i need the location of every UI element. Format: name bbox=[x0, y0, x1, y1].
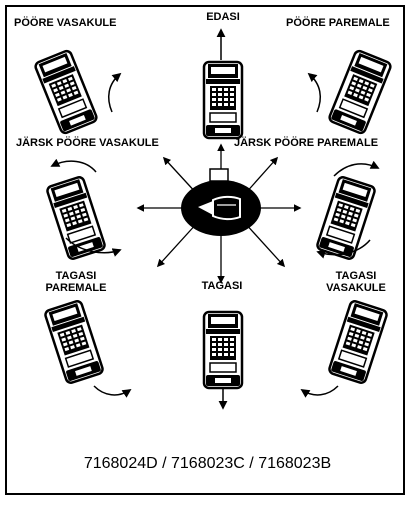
horn-icon bbox=[198, 195, 241, 221]
remote-control-icon bbox=[326, 48, 394, 136]
label-back-left-line1: TAGASI bbox=[335, 270, 377, 282]
part-numbers: 7168024D / 7168023C / 7168023B bbox=[83, 455, 332, 472]
label-sharp-right: JÄRSK PÖÖRE PAREMALE bbox=[234, 137, 379, 149]
label-sharp-left: JÄRSK PÖÖRE VASAKULE bbox=[16, 137, 159, 149]
remote-back-right bbox=[42, 298, 132, 398]
label-back-right-line2: PAREMALE bbox=[45, 282, 107, 294]
remote-back-left bbox=[300, 298, 390, 398]
horn-center bbox=[136, 143, 302, 284]
label-forward: EDASI bbox=[206, 11, 240, 23]
remote-control-icon bbox=[42, 298, 106, 386]
remote-control-icon bbox=[314, 174, 378, 262]
remote-sharp-right bbox=[314, 160, 380, 262]
remote-turn-right bbox=[307, 48, 394, 136]
remote-control-icon bbox=[32, 48, 100, 136]
label-back: TAGASI bbox=[201, 280, 243, 292]
ray-down-right bbox=[243, 221, 286, 268]
label-back-right: TAGASI PAREMALE bbox=[36, 270, 116, 294]
label-back-left-line2: VASAKULE bbox=[326, 282, 386, 294]
remote-back bbox=[202, 310, 244, 410]
label-back-right-line1: TAGASI bbox=[55, 270, 97, 282]
remote-control-icon bbox=[202, 310, 244, 390]
ray-down-left bbox=[156, 221, 199, 268]
remote-control-icon bbox=[326, 298, 390, 386]
remote-sharp-left bbox=[44, 158, 122, 262]
remote-control-icon bbox=[202, 60, 244, 140]
remote-forward bbox=[202, 28, 244, 140]
label-turn-right: PÖÖRE PAREMALE bbox=[286, 17, 390, 29]
label-turn-left: PÖÖRE VASAKULE bbox=[14, 17, 117, 29]
label-back-left: TAGASI VASAKULE bbox=[316, 270, 396, 294]
remote-turn-left bbox=[32, 48, 122, 136]
remote-control-icon bbox=[44, 174, 108, 262]
